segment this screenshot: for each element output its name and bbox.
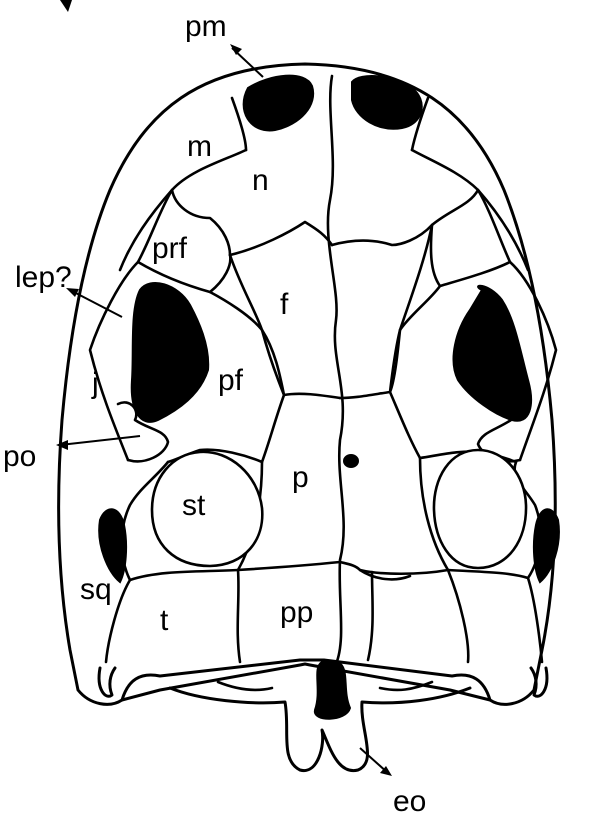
quadrate-left <box>99 668 115 696</box>
frontal-right <box>340 225 432 398</box>
frontal-left <box>230 255 340 398</box>
temporal-fenestra-right <box>534 509 559 582</box>
label-p: p <box>292 461 309 494</box>
cropped-glyph <box>60 0 72 12</box>
label-pf: pf <box>218 364 244 397</box>
postparietal-right <box>368 572 373 660</box>
supratemporal-right <box>434 450 526 568</box>
midline-suture <box>328 76 344 664</box>
label-t: t <box>160 604 169 637</box>
label-sq: sq <box>80 573 112 606</box>
label-m: m <box>187 130 212 163</box>
jugal-suture-left <box>90 262 138 460</box>
pineal-foramen <box>344 455 358 467</box>
label-n: n <box>252 164 269 197</box>
parietal-right <box>340 458 448 574</box>
tabular-suture-left <box>106 570 238 662</box>
label-j: j <box>91 367 99 400</box>
squamosal-tabular-right <box>448 570 468 662</box>
postparietal-left <box>238 570 240 662</box>
label-st: st <box>182 489 206 522</box>
label-pm: pm <box>185 10 227 43</box>
occipital-border <box>122 660 490 700</box>
label-eo: eo <box>393 785 426 818</box>
foramen-magnum <box>315 662 350 719</box>
orbit-right <box>454 286 532 421</box>
temporal-fenestra-left <box>99 509 126 582</box>
label-pp: pp <box>280 596 313 629</box>
nasal-suture-right <box>332 150 478 245</box>
naris-left <box>244 76 314 131</box>
orbit-left <box>132 283 208 422</box>
naris-right <box>352 76 422 129</box>
arrow-po <box>56 436 140 450</box>
label-prf: prf <box>152 232 188 265</box>
occipital-curve-left <box>218 682 272 690</box>
arrow-lep <box>66 288 122 317</box>
label-f: f <box>280 288 289 321</box>
label-po: po <box>3 440 36 473</box>
label-lep: lep? <box>15 261 72 294</box>
prefrontal-right <box>431 190 510 286</box>
supratemporal-left <box>152 452 262 566</box>
